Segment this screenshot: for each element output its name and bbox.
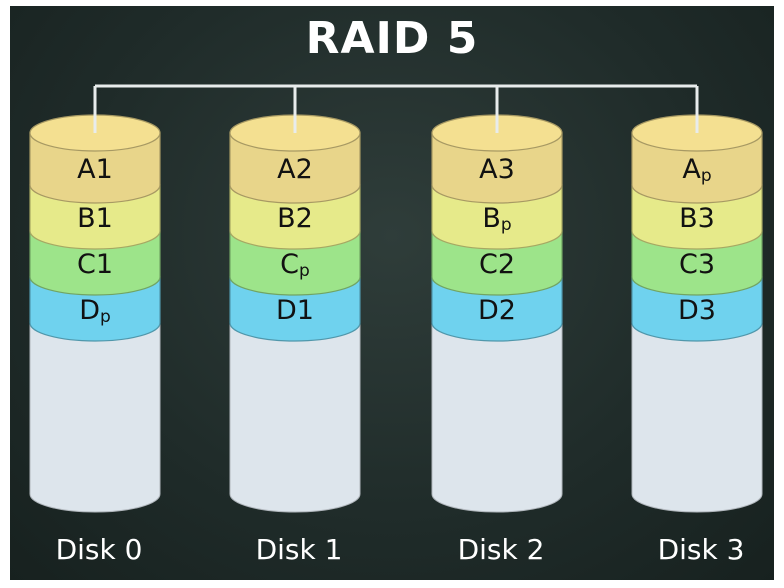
disk-label: Disk 0 — [56, 533, 143, 566]
block-label: A3 — [479, 154, 515, 185]
block-segment — [631, 132, 763, 204]
block-label: C1 — [77, 249, 113, 280]
block-label: Cp — [280, 249, 310, 281]
disk-label: Disk 2 — [458, 533, 545, 566]
block-label: B1 — [77, 203, 113, 234]
disk-empty-space — [431, 322, 563, 513]
diagram-title: RAID 5 — [305, 13, 479, 64]
block-label: Bp — [482, 203, 511, 235]
block-segment — [29, 132, 161, 204]
block-label: D3 — [678, 295, 716, 326]
block-segment — [229, 132, 361, 204]
disk-empty-space — [631, 322, 763, 513]
disk-label: Disk 1 — [256, 533, 343, 566]
block-label: B3 — [679, 203, 715, 234]
block-label: C3 — [679, 249, 715, 280]
block-label: Dp — [79, 295, 111, 327]
block-label: C2 — [479, 249, 515, 280]
disk-empty-space — [229, 322, 361, 513]
disk-label: Disk 3 — [658, 533, 745, 566]
block-label: D2 — [478, 295, 516, 326]
block-label: A2 — [277, 154, 313, 185]
block-label: B2 — [277, 203, 313, 234]
disk-empty-space — [29, 322, 161, 513]
block-label: Ap — [682, 154, 711, 186]
block-segment — [431, 132, 563, 204]
block-label: A1 — [77, 154, 113, 185]
block-label: D1 — [276, 295, 314, 326]
